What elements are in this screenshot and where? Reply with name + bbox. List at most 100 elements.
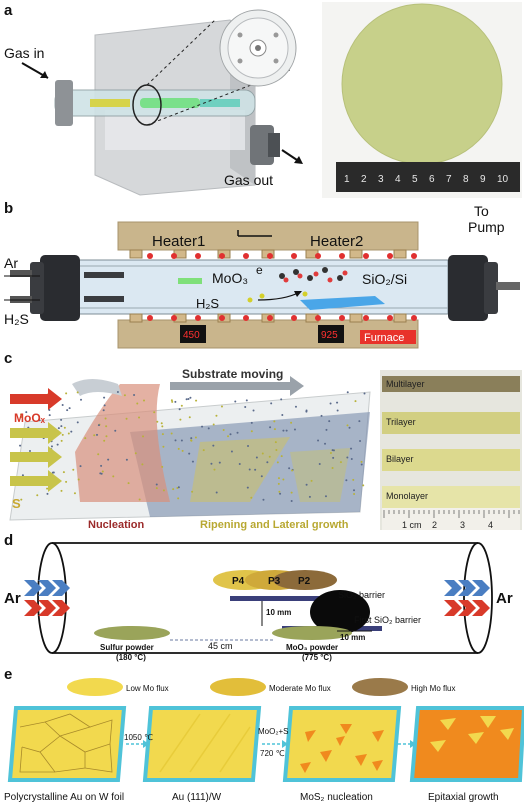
particle-dot <box>273 428 276 431</box>
display1: 450 <box>183 330 200 341</box>
particle-dot <box>178 408 181 411</box>
particle-dot <box>332 449 335 452</box>
dist-45cm: 45 cm <box>208 641 233 651</box>
particle-dot <box>101 470 104 473</box>
panel-a-label: a <box>4 2 13 19</box>
particle-dot <box>21 474 24 477</box>
particle-dot <box>103 439 106 442</box>
panel-d-label: d <box>4 532 14 549</box>
scale-4: 4 <box>488 520 493 530</box>
particle-dot <box>244 405 247 408</box>
particle-dot <box>72 468 75 471</box>
particle-dot <box>250 421 253 424</box>
particle-dot <box>171 400 174 403</box>
particle-dot <box>279 492 282 495</box>
tile-au111 <box>142 706 262 782</box>
particle-dot <box>348 426 351 429</box>
particle-dot <box>305 483 308 486</box>
particle-dot <box>291 469 294 472</box>
tile-epitaxial <box>409 706 524 782</box>
substrate-moving-label: Substrate moving <box>182 367 283 381</box>
pump-label: Pump <box>468 219 505 235</box>
arrow2a-label: MoO₂+S <box>258 727 288 736</box>
particle-dot <box>187 398 190 401</box>
particle-dot <box>188 452 191 455</box>
moox-label: MoOₓ <box>14 411 46 425</box>
flow-chevron <box>458 580 476 596</box>
moo3-powder-label: MoO₃ powder <box>286 643 338 652</box>
particle-dot <box>353 489 356 492</box>
particle-dot <box>354 400 357 403</box>
particle-dot <box>229 433 232 436</box>
particle-dot <box>268 455 271 458</box>
particle-dot <box>133 394 136 397</box>
particle-dot <box>363 392 366 395</box>
furnace-label: Furnace <box>364 332 404 344</box>
particle-dot <box>252 409 255 412</box>
arrow1-label: 1050 ℃ <box>124 733 153 742</box>
caption-au111: Au (111)/W <box>172 792 222 803</box>
particle-dot <box>346 456 349 459</box>
particle-dot <box>162 445 165 448</box>
particle-dot <box>96 433 99 436</box>
heater-dot <box>195 253 201 259</box>
particle-dot <box>77 478 80 481</box>
particle-dot <box>332 456 335 459</box>
ruler-number: 6 <box>429 174 435 185</box>
particle-dot <box>172 488 175 491</box>
heater-dot <box>243 253 249 259</box>
gas-in-label: Gas in <box>4 45 44 61</box>
heater2-label: Heater2 <box>310 233 363 250</box>
flow-chevron <box>458 600 476 616</box>
particle-dot <box>339 461 342 464</box>
particle-dot <box>48 414 51 417</box>
heater-dot <box>387 315 393 321</box>
flow-chevron <box>24 580 42 596</box>
particle-dot <box>305 410 308 413</box>
particle-dot <box>70 430 73 433</box>
particle-dot <box>282 478 285 481</box>
panel-e-label: e <box>4 666 13 683</box>
flow-chevron <box>472 600 490 616</box>
particle-dot <box>262 498 265 501</box>
sio2-barrier-label: SiO₂ barrier <box>338 590 385 600</box>
heater-dot <box>243 315 249 321</box>
particle-dot <box>100 464 103 467</box>
particle-dot <box>138 498 141 501</box>
ripening-label: Ripening and Lateral growth <box>200 519 349 531</box>
arrow2b-label: 720 ℃ <box>260 749 285 758</box>
particle-dot <box>290 491 293 494</box>
flow-chevron <box>444 580 462 596</box>
heater-dot <box>195 315 201 321</box>
particle-dot <box>230 450 233 453</box>
particle-dot <box>190 439 193 442</box>
h2s-inside-label: H₂S <box>196 296 219 311</box>
p2-label: P2 <box>298 576 311 587</box>
particle-dot <box>161 433 164 436</box>
particle-dot <box>160 422 163 425</box>
panel-d-figure: P4 P3 P2 SiO₂ barrier First SiO₂ barrier… <box>0 536 524 668</box>
ruler-number: 10 <box>497 174 509 185</box>
particle-dot <box>207 427 210 430</box>
particle-dot <box>65 480 68 483</box>
particle-dot <box>142 399 145 402</box>
dist-10mm-b: 10 mm <box>340 633 365 642</box>
particle-dot <box>73 492 76 495</box>
particle-dot <box>60 489 63 492</box>
particle-dot <box>181 449 184 452</box>
ruler-number: 2 <box>361 174 367 185</box>
particle-dot <box>215 491 218 494</box>
gas-out-label: Gas out <box>224 172 273 188</box>
flow-chevron <box>444 600 462 616</box>
heater-dot <box>339 253 345 259</box>
particle-dot <box>103 396 106 399</box>
heater-dot <box>219 315 225 321</box>
heater-dot <box>363 315 369 321</box>
particle-dot <box>278 490 281 493</box>
ruler-number: 1 <box>344 174 350 185</box>
particle-dot <box>161 425 164 428</box>
particle-dot <box>162 489 165 492</box>
heater-dot <box>147 315 153 321</box>
particle-dot <box>320 414 323 417</box>
